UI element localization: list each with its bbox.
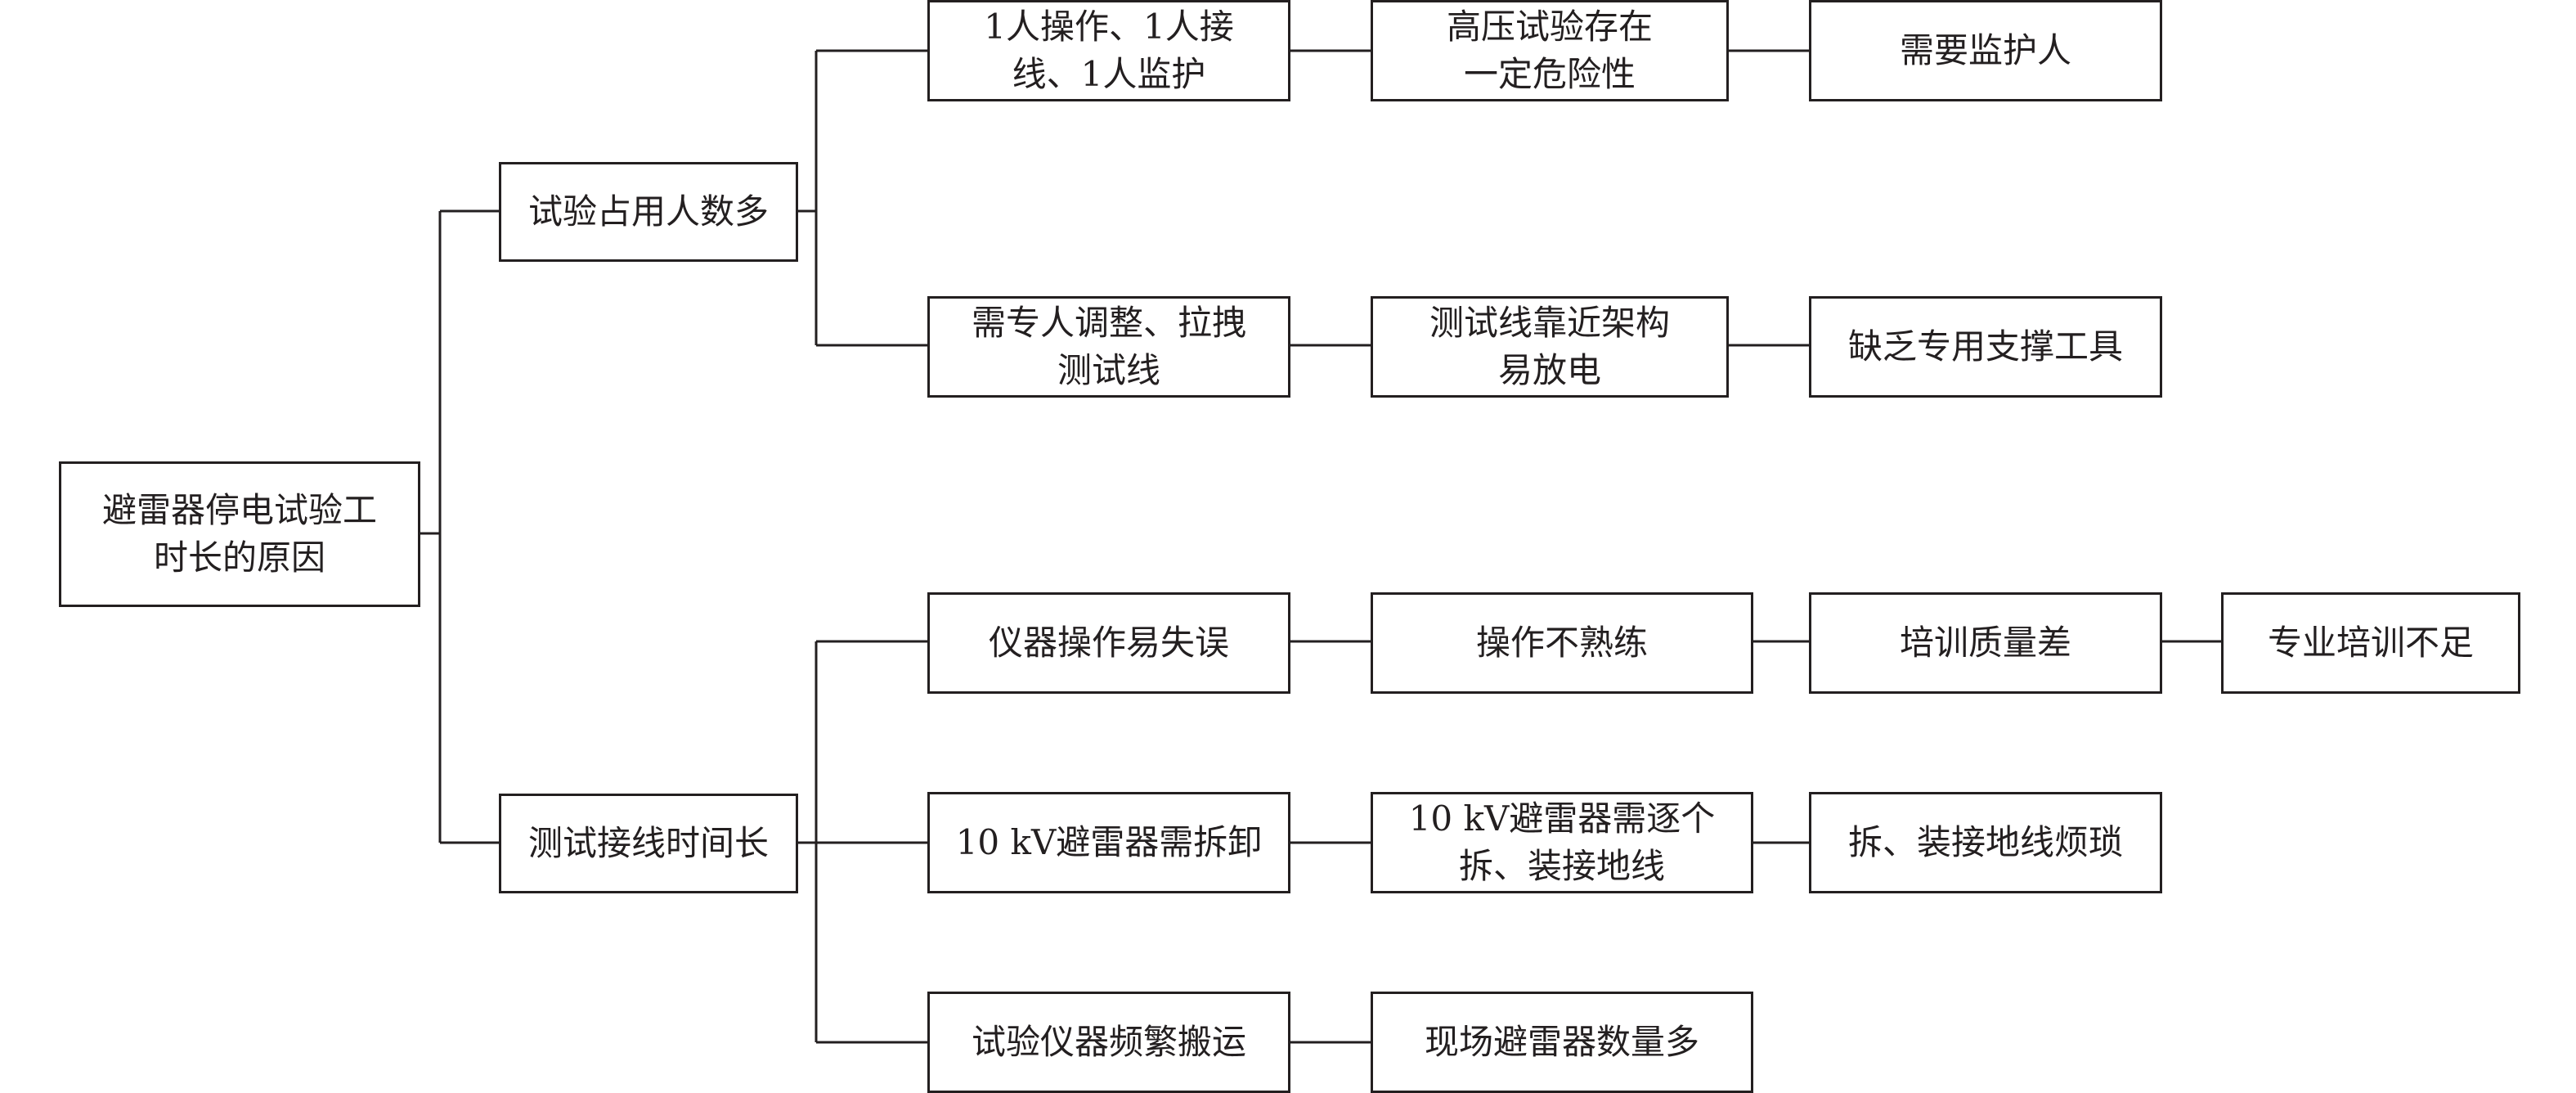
branch-node-2: 测试接线时间长 (499, 794, 798, 893)
cause-node-b1-1c: 需要监护人 (1809, 0, 2162, 101)
cause-node-b1-1a: 1人操作、1人接 线、1人监护 (927, 0, 1290, 101)
cause-node-b1-1c-label: 需要监护人 (1899, 30, 2071, 70)
root-node: 避雷器停电试验工 时长的原因 (59, 461, 420, 607)
cause-node-b1-2c: 缺乏专用支撑工具 (1809, 296, 2162, 398)
cause-node-b2-3b-label: 现场避雷器数量多 (1424, 1022, 1699, 1062)
cause-node-b2-3b: 现场避雷器数量多 (1371, 992, 1753, 1093)
branch-node-1: 试验占用人数多 (499, 162, 798, 262)
cause-node-b1-2a-label: 需专人调整、拉拽 测试线 (971, 303, 1246, 390)
cause-node-b2-2a: 10 kV避雷器需拆卸 (927, 792, 1290, 893)
cause-node-b2-1a-label: 仪器操作易失误 (988, 623, 1229, 663)
cause-node-b2-3a: 试验仪器频繁搬运 (927, 992, 1290, 1093)
cause-node-b2-1b: 操作不熟练 (1371, 592, 1753, 694)
cause-node-b1-2b: 测试线靠近架构 易放电 (1371, 296, 1729, 398)
cause-node-b2-2c-label: 拆、装接地线烦琐 (1847, 822, 2123, 862)
branch-node-1-label: 试验占用人数多 (527, 191, 769, 232)
cause-node-b2-1b-label: 操作不熟练 (1475, 623, 1648, 663)
cause-node-b2-1d-label: 专业培训不足 (2267, 623, 2474, 663)
cause-node-b2-2b-label: 10 kV避雷器需逐个 拆、装接地线 (1408, 798, 1716, 886)
cause-node-b2-3a-label: 试验仪器频繁搬运 (971, 1022, 1246, 1062)
cause-node-b2-2b: 10 kV避雷器需逐个 拆、装接地线 (1371, 792, 1753, 893)
cause-node-b2-1c-label: 培训质量差 (1899, 623, 2071, 663)
cause-node-b1-2a: 需专人调整、拉拽 测试线 (927, 296, 1290, 398)
cause-node-b2-1c: 培训质量差 (1809, 592, 2162, 694)
root-node-label: 避雷器停电试验工 时长的原因 (101, 490, 377, 578)
cause-node-b2-1d: 专业培训不足 (2221, 592, 2520, 694)
cause-node-b1-2c-label: 缺乏专用支撑工具 (1847, 326, 2123, 367)
cause-node-b1-1a-label: 1人操作、1人接 线、1人监护 (984, 7, 1234, 94)
cause-node-b2-2a-label: 10 kV避雷器需拆卸 (955, 822, 1263, 862)
cause-node-b2-1a: 仪器操作易失误 (927, 592, 1290, 694)
cause-node-b1-1b: 高压试验存在 一定危险性 (1371, 0, 1729, 101)
cause-node-b1-1b-label: 高压试验存在 一定危险性 (1446, 7, 1653, 94)
cause-node-b1-2b-label: 测试线靠近架构 易放电 (1429, 303, 1670, 390)
branch-node-2-label: 测试接线时间长 (527, 823, 769, 863)
cause-node-b2-2c: 拆、装接地线烦琐 (1809, 792, 2162, 893)
